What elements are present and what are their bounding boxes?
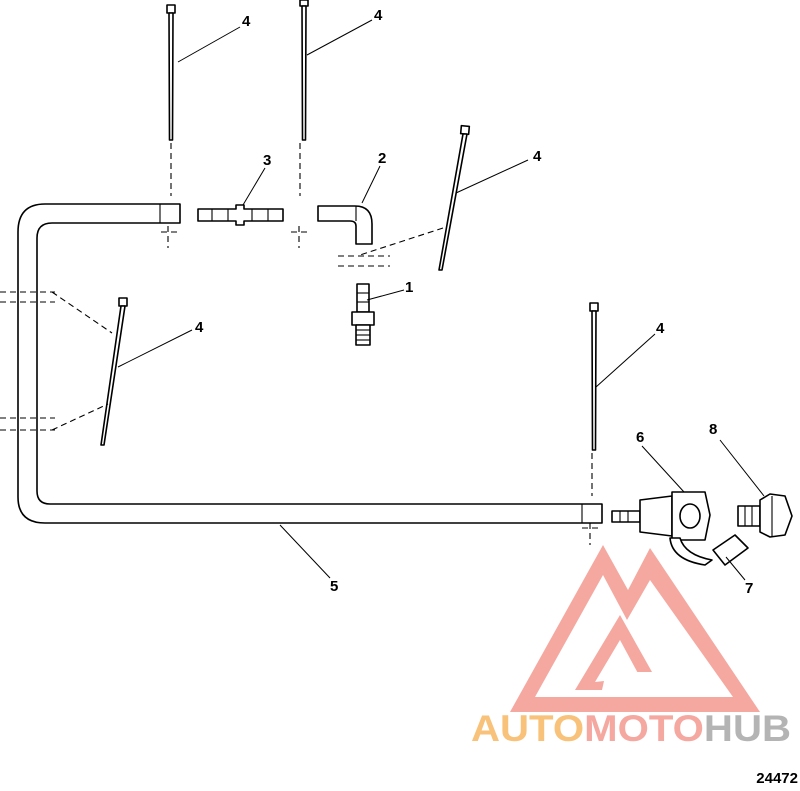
callout-7: 7 — [745, 580, 753, 597]
hose-part-5 — [17, 203, 603, 524]
callout-2: 2 — [378, 150, 386, 167]
barbed-fitting-part-1 — [351, 283, 375, 346]
callout-4-top-middle: 4 — [374, 7, 383, 24]
straight-connector-part-3 — [197, 204, 284, 226]
leader-lines — [117, 19, 765, 581]
callout-6: 6 — [636, 429, 644, 446]
callout-5: 5 — [330, 578, 338, 595]
callout-4-top-left: 4 — [242, 13, 251, 30]
elbow-fitting-part-2 — [317, 205, 373, 245]
watermark-part-moto: MOTO — [584, 708, 704, 749]
cable-tie-top-middle — [291, 0, 309, 248]
callout-3: 3 — [263, 152, 271, 169]
cable-tie-left — [0, 291, 128, 446]
callout-4-right-diagonal: 4 — [533, 148, 542, 165]
cable-tie-top-left — [161, 4, 181, 248]
retainer-strap-part-7 — [669, 534, 749, 566]
callout-4-right-vertical: 4 — [656, 320, 665, 337]
callout-labels: 1 2 3 4 4 4 4 4 5 6 7 8 — [195, 7, 753, 597]
watermark-part-auto: AUTO — [471, 708, 584, 749]
callout-4-left: 4 — [195, 319, 204, 336]
cable-tie-right-diagonal — [338, 124, 471, 271]
quick-connector-part-6 — [611, 491, 711, 541]
figure-number: 24472 — [756, 770, 798, 787]
plug-cap-part-8 — [737, 493, 793, 538]
cable-tie-right-vertical — [582, 302, 602, 545]
watermark-logo-icon — [510, 545, 760, 712]
callout-8: 8 — [709, 421, 717, 438]
watermark-part-hub: HUB — [704, 708, 791, 749]
callout-1: 1 — [405, 279, 413, 296]
